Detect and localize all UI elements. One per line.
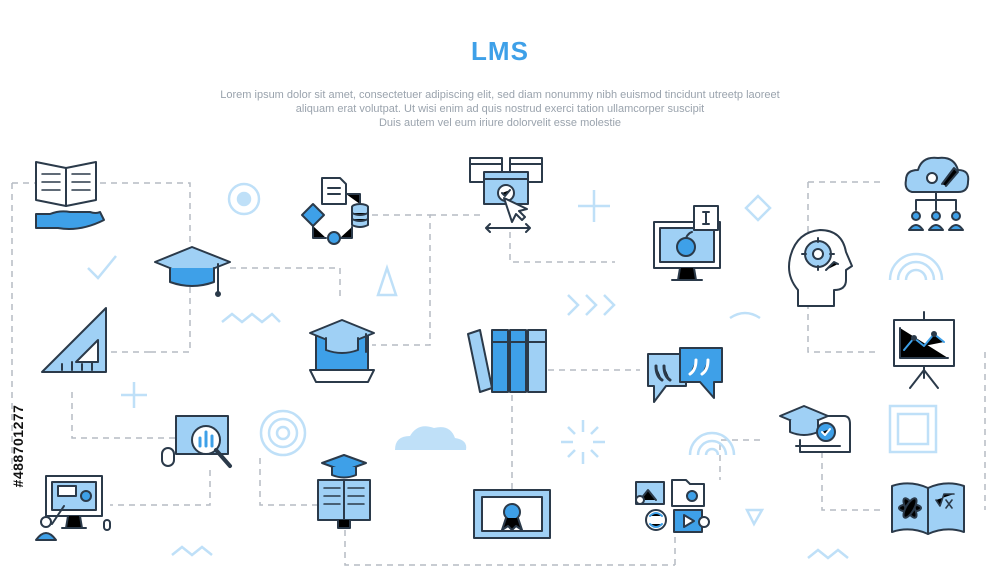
chat-quote-bubbles-icon [647, 347, 723, 403]
description-line-1: Lorem ipsum dolor sit amet, consectetuer… [220, 89, 780, 101]
description-line-2: aliquam erat volutpat. Ut wisi enim ad q… [295, 103, 705, 115]
e-book-graduation-icon [317, 454, 371, 529]
set-square-ruler-icon [41, 307, 107, 373]
stock-id-watermark: #488701277 [10, 404, 26, 488]
web-page-click-icon [469, 157, 543, 233]
certificate-icon [473, 489, 551, 539]
description: Lorem ipsum dolor sit amet, consectetuer… [150, 88, 850, 130]
open-book-in-hand-icon [35, 161, 105, 230]
science-book-icon [891, 482, 965, 535]
media-files-icon [635, 479, 710, 533]
graduation-cap-icon [154, 246, 231, 297]
cloud-network-users-icon [904, 156, 970, 231]
brain-gear-head-icon [788, 229, 853, 307]
bookshelf-icon [467, 329, 547, 393]
presentation-board-chart-icon [893, 311, 955, 389]
graduation-certificate-icon [779, 405, 851, 453]
decorations [87, 182, 944, 560]
online-class-laptop-icon [309, 319, 375, 383]
page-title: LMS [471, 36, 529, 66]
learning-flowchart-database-icon [301, 177, 369, 245]
monitor-apple-lesson-icon [653, 205, 721, 281]
cloud-decoration [395, 426, 467, 450]
description-line-3: Duis autem vel eum iriure dolorvelit ess… [378, 117, 622, 129]
connector-lines [11, 181, 986, 566]
magnifier-analytics-icon [161, 415, 232, 468]
online-teacher-computer-icon [35, 475, 111, 541]
